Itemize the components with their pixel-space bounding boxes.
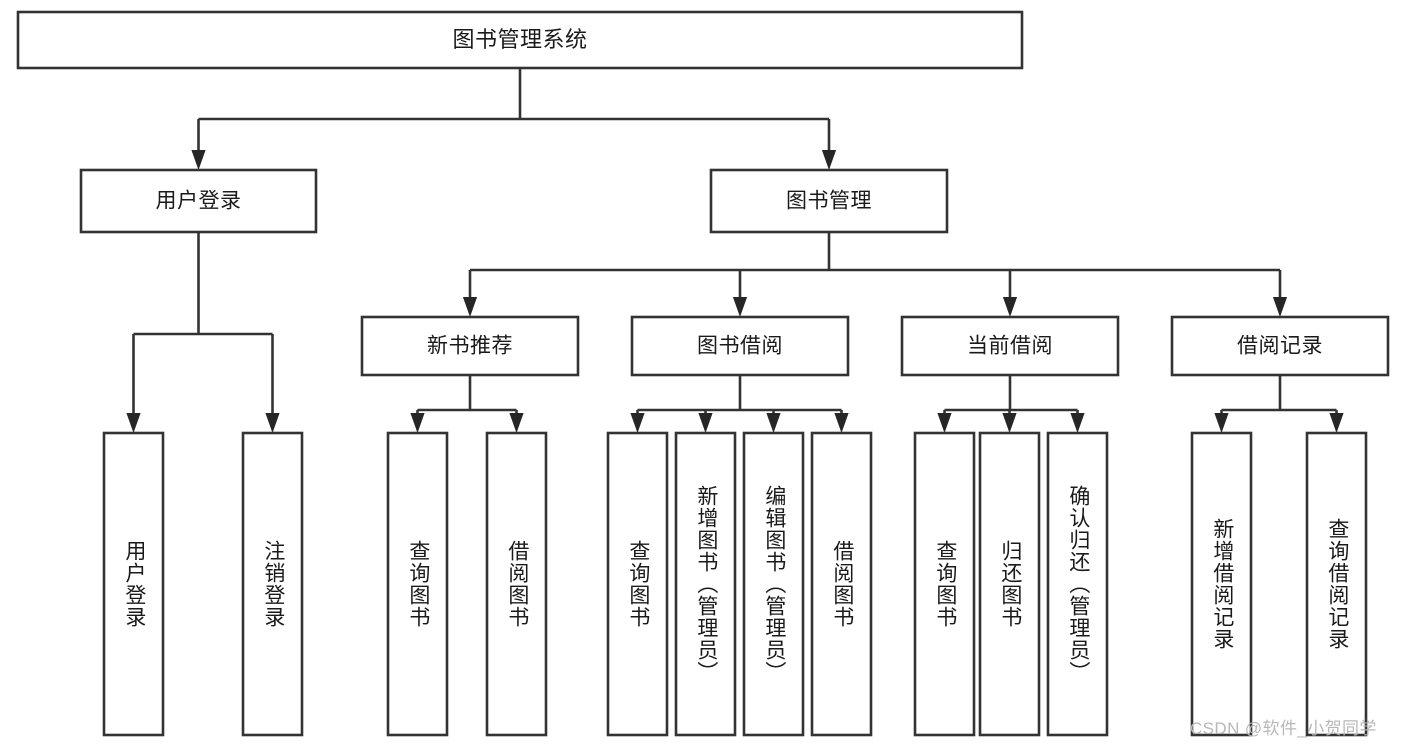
node-box-book-manage <box>709 168 949 234</box>
arrow-head <box>698 413 713 433</box>
node-box-leaf-query-book-2 <box>606 431 669 737</box>
node-label-user-login: 用户登录 <box>156 190 242 213</box>
node-box-leaf-borrow-book-1 <box>485 431 548 737</box>
arrow-head <box>410 413 425 433</box>
node-box-leaf-query-record <box>1305 431 1368 737</box>
watermark: CSDN @软件_小贺同学 <box>1190 719 1377 738</box>
arrow-head <box>1329 413 1344 433</box>
node-box-leaf-query-book-1 <box>386 431 449 737</box>
arrow-head <box>630 413 645 433</box>
node-box-leaf-logout <box>241 431 304 737</box>
arrow-head <box>766 413 781 433</box>
node-leaf-logout[interactable] <box>241 431 304 737</box>
node-box-current-borrow <box>900 315 1120 377</box>
arrow-head <box>1272 297 1288 317</box>
arrow-head <box>509 413 524 433</box>
node-new-book-recommend[interactable]: 新书推荐 <box>360 315 580 377</box>
arrow-head <box>1070 413 1085 433</box>
node-box-leaf-user-login <box>102 431 165 737</box>
node-label-book-borrow: 图书借阅 <box>697 335 783 358</box>
node-root[interactable]: 图书管理系统 <box>16 10 1024 70</box>
node-label-root: 图书管理系统 <box>452 27 587 52</box>
arrow-head <box>834 413 849 433</box>
node-box-new-book-recommend <box>360 315 580 377</box>
node-leaf-query-record[interactable] <box>1305 431 1368 737</box>
node-label-book-manage: 图书管理 <box>786 190 872 213</box>
node-box-leaf-query-book-3 <box>913 431 976 737</box>
node-leaf-borrow-book-2[interactable] <box>810 431 873 737</box>
node-label-current-borrow: 当前借阅 <box>967 335 1053 358</box>
node-book-manage[interactable]: 图书管理 <box>709 168 949 234</box>
node-book-borrow[interactable]: 图书借阅 <box>630 315 850 377</box>
arrow-head <box>265 413 280 433</box>
arrow-head <box>1002 413 1017 433</box>
node-box-leaf-add-book <box>674 431 737 737</box>
node-box-leaf-edit-book <box>742 431 805 737</box>
node-leaf-query-book-1[interactable] <box>386 431 449 737</box>
arrow-head <box>732 297 748 317</box>
arrow-head <box>1214 413 1229 433</box>
arrow-head <box>821 150 837 170</box>
node-leaf-user-login[interactable] <box>102 431 165 737</box>
node-leaf-query-book-3[interactable] <box>913 431 976 737</box>
node-leaf-confirm-return[interactable] <box>1046 431 1109 737</box>
arrow-head <box>937 413 952 433</box>
node-label-borrow-record: 借阅记录 <box>1237 335 1323 358</box>
node-leaf-edit-book[interactable] <box>742 431 805 737</box>
node-box-leaf-return-book <box>978 431 1041 737</box>
arrow-head <box>1002 297 1018 317</box>
node-box-borrow-record <box>1170 315 1390 377</box>
node-leaf-add-book[interactable] <box>674 431 737 737</box>
node-box-user-login <box>79 168 318 234</box>
arrow-head <box>191 150 206 170</box>
node-box-root <box>16 10 1024 70</box>
node-leaf-query-book-2[interactable] <box>606 431 669 737</box>
connectors-layer <box>126 68 1344 433</box>
arrow-head <box>462 297 478 317</box>
arrow-head <box>126 413 141 433</box>
node-box-leaf-add-record <box>1190 431 1253 737</box>
node-leaf-add-record[interactable] <box>1190 431 1253 737</box>
node-current-borrow[interactable]: 当前借阅 <box>900 315 1120 377</box>
node-user-login[interactable]: 用户登录 <box>79 168 318 234</box>
node-leaf-return-book[interactable] <box>978 431 1041 737</box>
node-borrow-record[interactable]: 借阅记录 <box>1170 315 1390 377</box>
node-box-leaf-confirm-return <box>1046 431 1109 737</box>
node-box-book-borrow <box>630 315 850 377</box>
node-leaf-borrow-book-1[interactable] <box>485 431 548 737</box>
node-label-new-book-recommend: 新书推荐 <box>427 335 513 358</box>
node-box-leaf-borrow-book-2 <box>810 431 873 737</box>
